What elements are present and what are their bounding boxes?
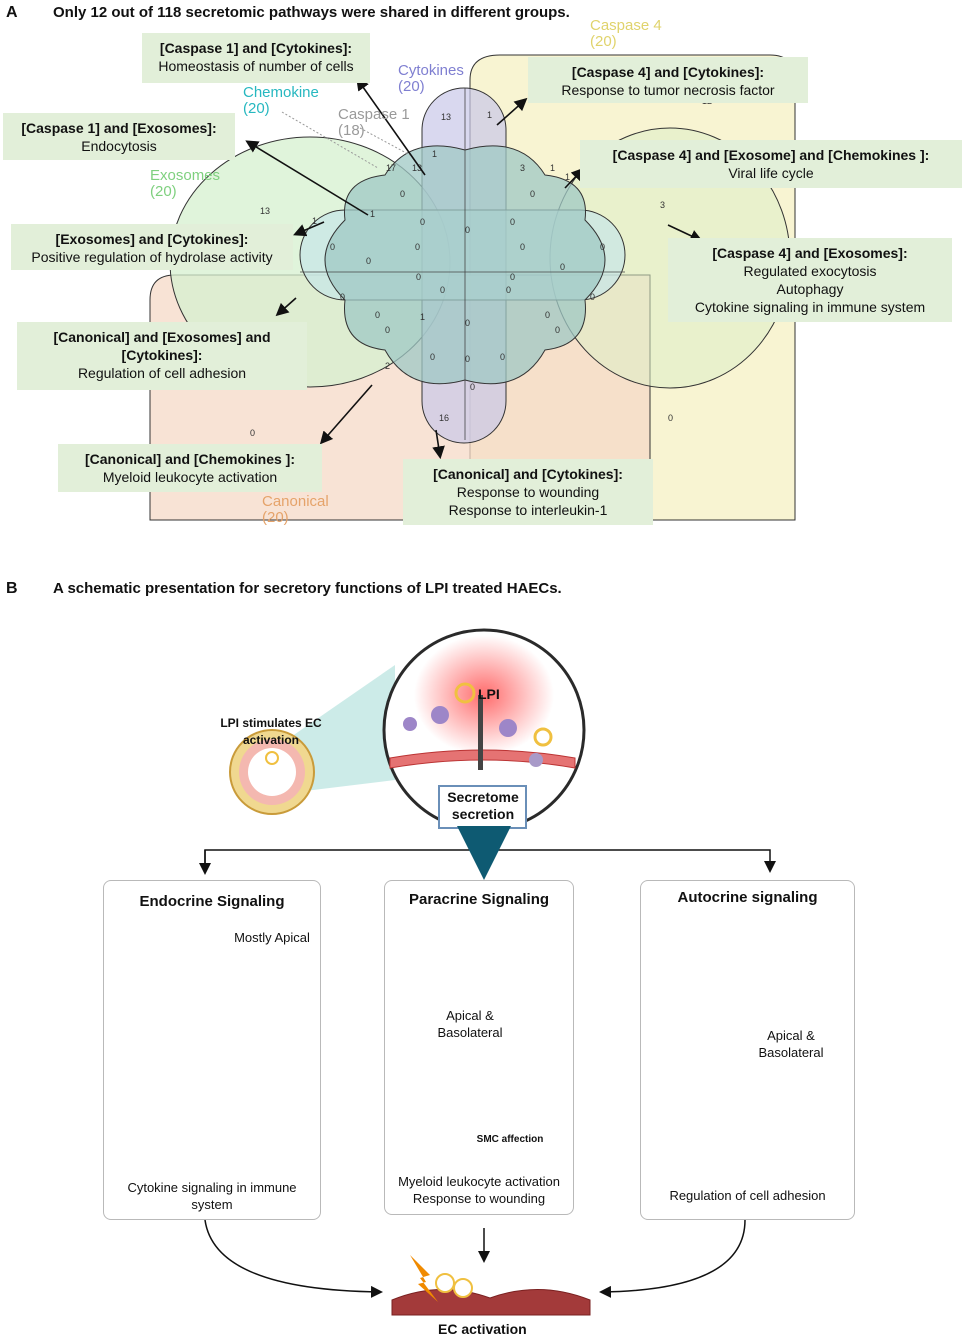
endocrine-sublabel: Mostly Apical (234, 930, 310, 945)
region-count: 0 (465, 225, 470, 235)
callout-casp4-cyto: [Caspase 4] and [Cytokines]:Response to … (528, 57, 808, 103)
region-count: 0 (668, 413, 673, 423)
region-count: 16 (439, 413, 449, 423)
callout-casp1-cyto: [Caspase 1] and [Cytokines]:Homeostasis … (142, 33, 370, 83)
region-count: 0 (590, 292, 595, 302)
region-count: 0 (366, 256, 371, 266)
region-count: 0 (465, 318, 470, 328)
zoom-circle (382, 628, 586, 832)
region-count: 1 (487, 110, 492, 120)
callout-can-exo-cyto: [Canonical] and [Exosomes] and [Cytokine… (17, 322, 307, 390)
panel-b-letter: B (6, 580, 18, 597)
set-label-cytokines: Cytokines(20) (398, 62, 464, 95)
set-label-caspase4: Caspase 4(20) (590, 17, 662, 50)
region-count: 0 (470, 382, 475, 392)
region-count: 0 (600, 242, 605, 252)
callout-casp4-exo: [Caspase 4] and [Exosomes]:Regulated exo… (668, 238, 952, 322)
smc-affection-label: SMC affection (476, 1134, 544, 1145)
region-count: 0 (520, 242, 525, 252)
region-count: 0 (340, 292, 345, 302)
arrow-can-chemo (319, 384, 373, 445)
lpi-label: LPI (478, 686, 500, 702)
region-count: 1 (550, 163, 555, 173)
region-count: 13 (441, 112, 451, 122)
ec-activation-label: EC activation (438, 1321, 527, 1337)
region-count: 0 (545, 310, 550, 320)
paracrine-sublabel: Apical & Basolateral (437, 1008, 503, 1040)
lpi-icon (454, 682, 476, 704)
arrow-casp1-cyto (356, 77, 426, 176)
region-count: 1 (565, 172, 570, 182)
lpi-stimulates-label: LPI stimulates EC activation (220, 716, 322, 747)
endocrine-title: Endocrine Signaling (139, 893, 285, 910)
region-count: 0 (385, 325, 390, 335)
region-count: 0 (440, 285, 445, 295)
lightning-icon (410, 1255, 438, 1302)
region-count: 0 (415, 242, 420, 252)
panel-a-letter: A (6, 4, 18, 21)
panel-b-title: A schematic presentation for secretory f… (53, 580, 562, 597)
region-count: 0 (510, 272, 515, 282)
callout-casp1-exo: [Caspase 1] and [Exosomes]:Endocytosis (3, 113, 235, 160)
region-count: 0 (555, 325, 560, 335)
callout-can-cyto: [Canonical] and [Cytokines]:Response to … (403, 459, 653, 525)
region-count: 1 (432, 149, 437, 159)
arrow-casp1-exo (245, 140, 369, 216)
region-count: 1 (312, 216, 317, 226)
autocrine-sublabel: Apical & Basolateral (758, 1028, 824, 1060)
arrow-can-exo-cyto (275, 297, 297, 317)
arrow-casp4-exo (667, 224, 703, 242)
endocrine-card: Endocrine Signaling Mostly Apical Cytoki… (103, 880, 321, 1220)
region-count: 17 (386, 163, 396, 173)
set-label-canonical: Canonical(20) (262, 493, 329, 526)
secretome-label: Secretome secretion (447, 789, 519, 822)
set-label-exosomes: Exosomes(20) (150, 167, 221, 200)
region-count: 3 (660, 200, 665, 210)
autocrine-card: Autocrine signaling Apical & Basolateral… (640, 880, 855, 1220)
callout-exo-cyto: [Exosomes] and [Cytokines]:Positive regu… (11, 224, 293, 270)
region-count: 0 (375, 310, 380, 320)
paracrine-title: Paracrine Signaling (408, 891, 550, 908)
region-count: 0 (560, 262, 565, 272)
region-count: 0 (465, 354, 470, 364)
vessel-icon (229, 729, 315, 815)
secretome-box (438, 785, 527, 829)
callout-casp4-exo-chemo: [Caspase 4] and [Exosome] and [Chemokine… (580, 140, 962, 188)
set-label-chemokine: Chemokine(20) (243, 84, 319, 117)
region-count: 0 (430, 352, 435, 362)
region-count: 0 (420, 217, 425, 227)
region-count: 0 (530, 189, 535, 199)
bottom-arrows (204, 1219, 746, 1298)
region-count: 13 (412, 163, 422, 173)
region-count: 2 (385, 361, 390, 371)
region-count: 13 (260, 206, 270, 216)
arrow-casp4-cyto (496, 97, 528, 126)
arrow-casp4-exo-chemo (564, 167, 585, 189)
paracrine-card: Paracrine Signaling Apical & Basolateral… (384, 880, 574, 1215)
ec-activation-cells (391, 1255, 591, 1316)
region-count: 0 (510, 217, 515, 227)
arrow-exo-cyto (293, 221, 325, 237)
panel-a-title: Only 12 out of 118 secretomic pathways w… (53, 4, 570, 21)
region-count: 1 (370, 209, 375, 219)
set-label-caspase1: Caspase 1(18) (338, 106, 410, 139)
region-count: 0 (506, 285, 511, 295)
region-count: 0 (330, 242, 335, 252)
callout-can-chemo: [Canonical] and [Chemokines ]:Myeloid le… (58, 444, 322, 492)
region-count: 0 (250, 428, 255, 438)
region-count: 0 (416, 272, 421, 282)
autocrine-title: Autocrine signaling (677, 889, 818, 906)
autocrine-caption: Regulation of cell adhesion (669, 1188, 826, 1203)
region-count: 0 (400, 189, 405, 199)
region-count: 3 (520, 163, 525, 173)
arrow-can-cyto (432, 429, 445, 460)
region-count: 1 (420, 312, 425, 322)
region-count: 0 (500, 352, 505, 362)
